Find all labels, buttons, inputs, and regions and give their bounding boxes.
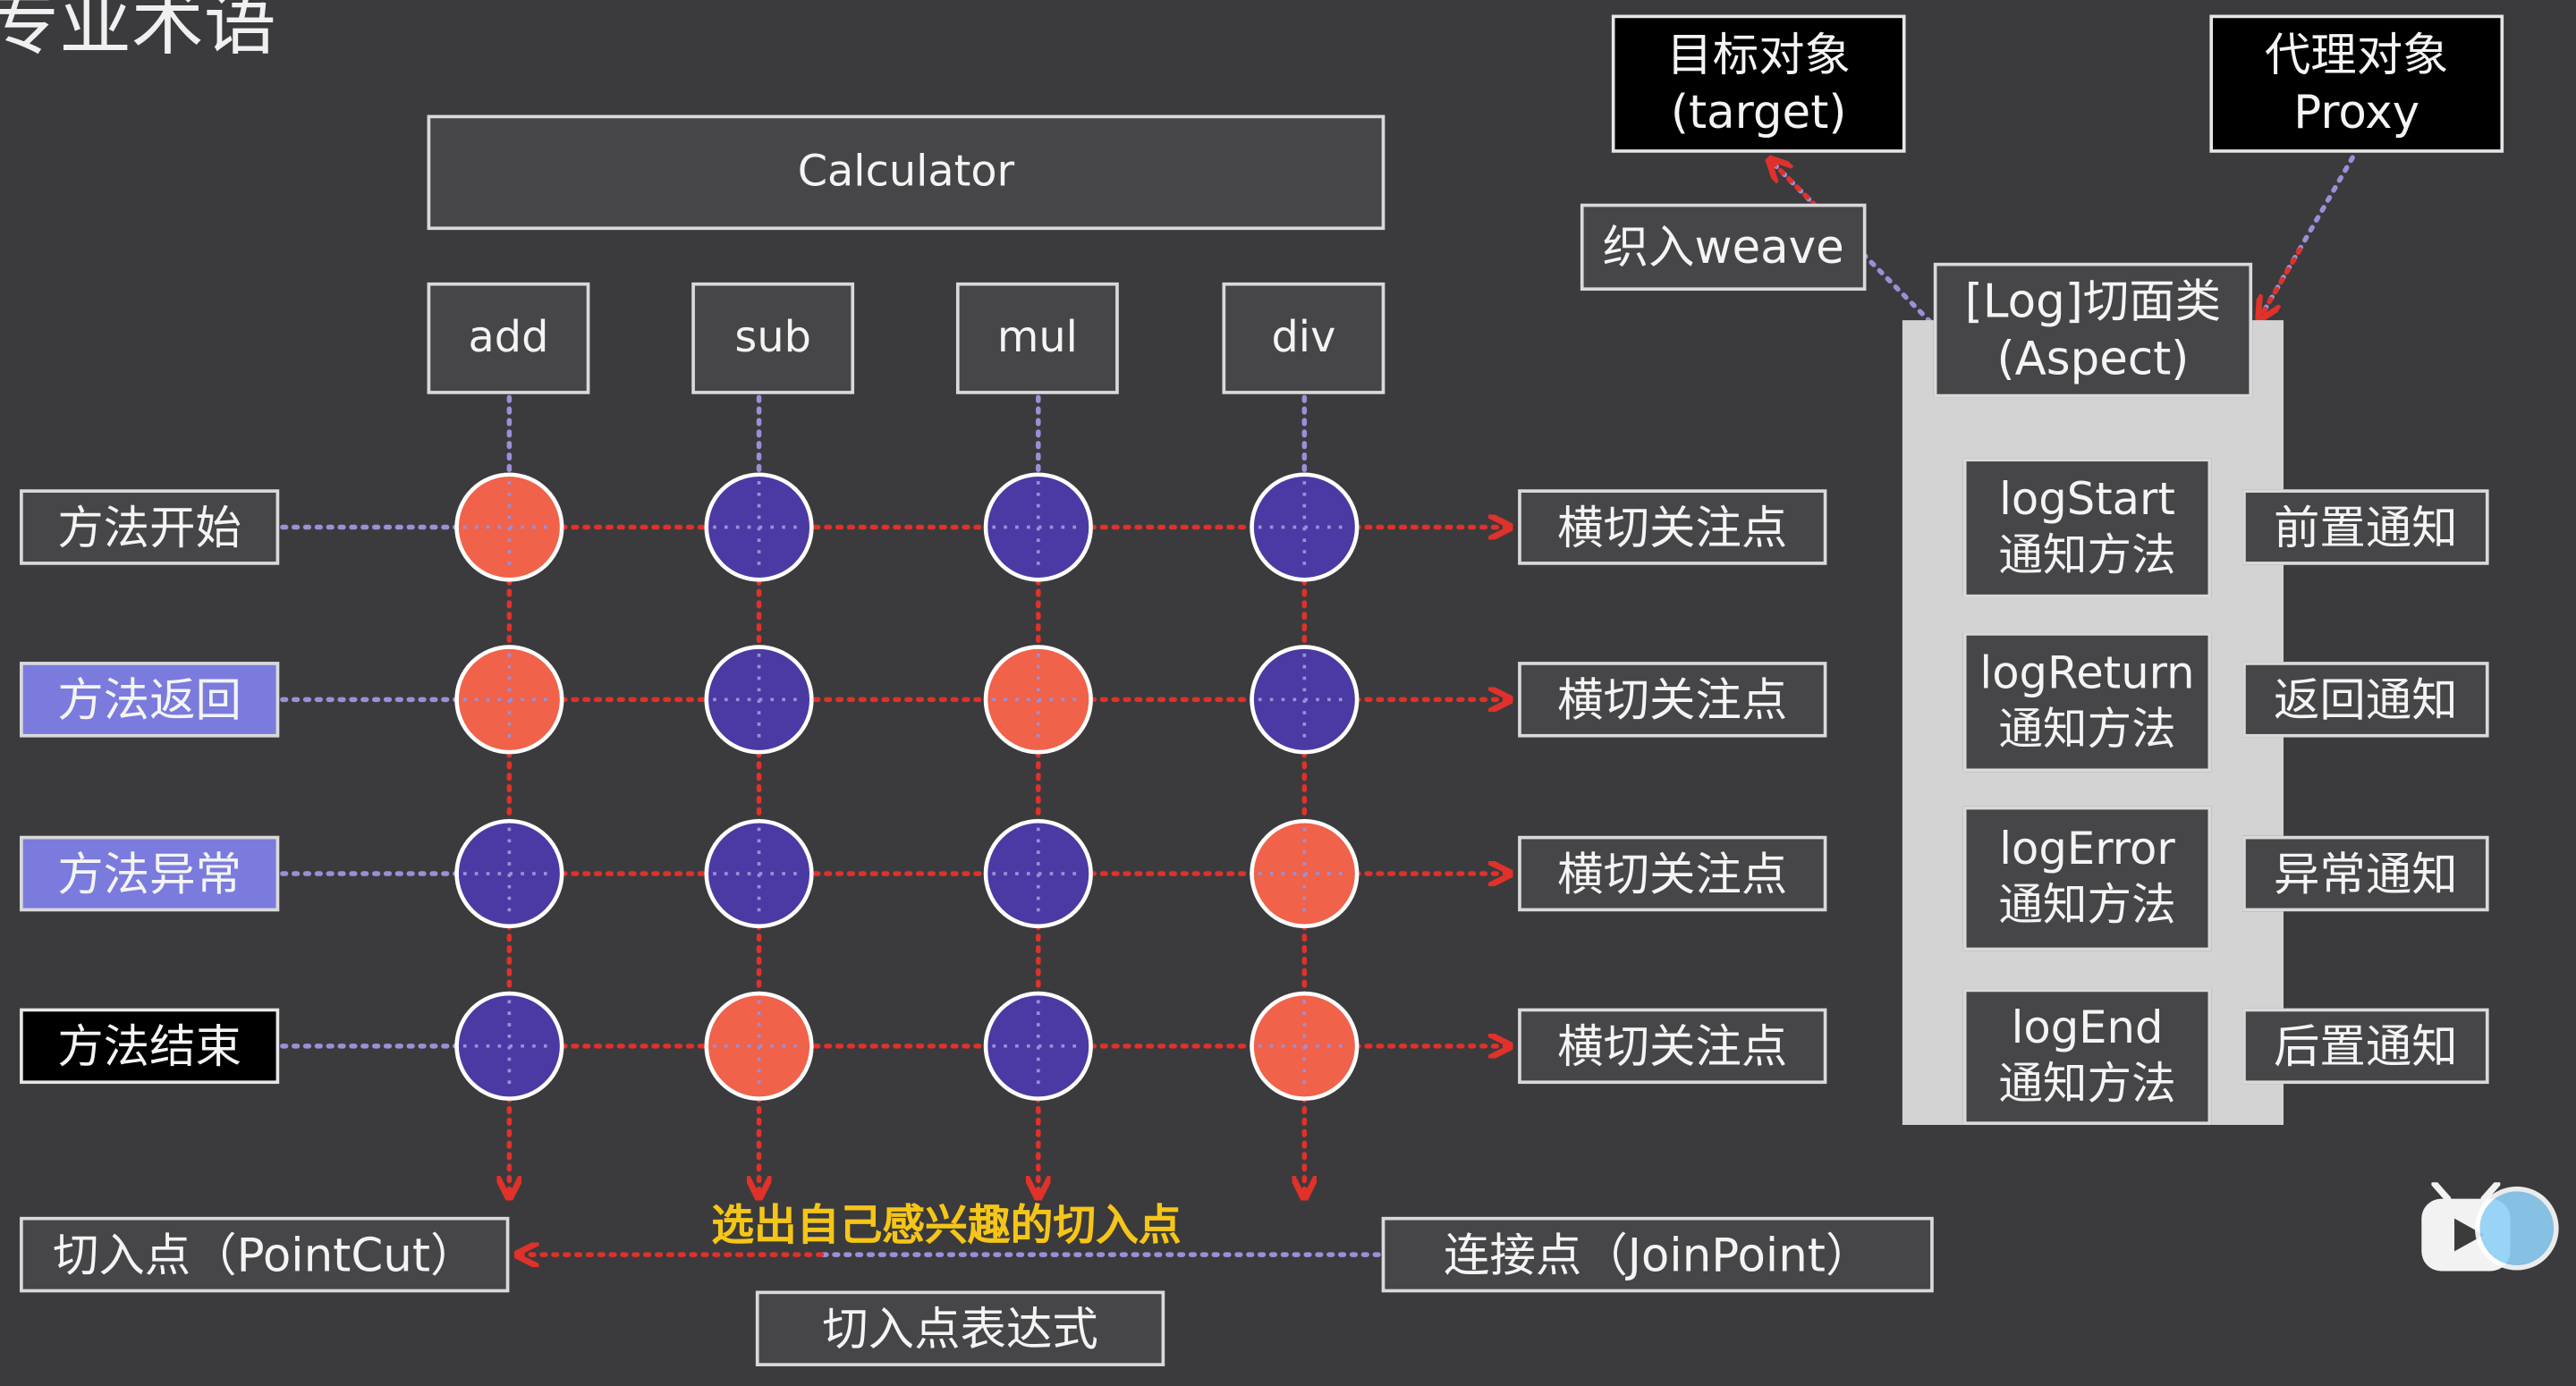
target-line1: 目标对象 bbox=[1666, 28, 1852, 82]
crosscut-label-1: 横切关注点 bbox=[1518, 489, 1827, 565]
method-mul: mul bbox=[955, 282, 1119, 394]
advice-method-return: logReturn 通知方法 bbox=[1962, 632, 2212, 773]
row-label-exception: 方法异常 bbox=[20, 835, 280, 912]
advice-method-return-name: logReturn bbox=[1979, 647, 2195, 699]
row-label-start: 方法开始 bbox=[20, 489, 280, 565]
advice-method-start-name: logStart bbox=[1999, 474, 2175, 526]
aspect-box: [Log]切面类 (Aspect) bbox=[1933, 262, 2253, 398]
advice-type-after-returning: 返回通知 bbox=[2242, 662, 2489, 738]
method-add: add bbox=[427, 282, 590, 394]
crosscut-label-4: 横切关注点 bbox=[1518, 1008, 1827, 1085]
method-sub: sub bbox=[691, 282, 855, 394]
advice-method-start: logStart 通知方法 bbox=[1962, 458, 2212, 598]
advice-method-error-desc: 通知方法 bbox=[1998, 880, 2176, 932]
bilibili-tv-icon bbox=[2419, 1182, 2560, 1274]
advice-type-before: 前置通知 bbox=[2242, 489, 2489, 565]
pointcut-expression-box: 切入点表达式 bbox=[755, 1290, 1165, 1366]
advice-method-start-desc: 通知方法 bbox=[1998, 529, 2176, 581]
advice-method-error: logError 通知方法 bbox=[1962, 806, 2212, 951]
advice-method-end-name: logEnd bbox=[2011, 1002, 2164, 1054]
method-div: div bbox=[1222, 282, 1385, 394]
weave-box: 织入weave bbox=[1580, 203, 1867, 292]
advice-type-after: 后置通知 bbox=[2242, 1008, 2489, 1085]
pointcut-box: 切入点（PointCut） bbox=[20, 1216, 510, 1293]
row-label-end: 方法结束 bbox=[20, 1008, 280, 1085]
advice-type-after-throwing: 异常通知 bbox=[2242, 835, 2489, 912]
page-title: 专业术语 bbox=[0, 0, 276, 66]
crosscut-label-2: 横切关注点 bbox=[1518, 662, 1827, 738]
calculator-box: Calculator bbox=[427, 114, 1385, 231]
aspect-line1: [Log]切面类 bbox=[1964, 274, 2222, 329]
advice-method-end: logEnd 通知方法 bbox=[1962, 988, 2212, 1126]
proxy-to-aspect-arrow bbox=[2260, 247, 2303, 317]
joinpoint-box: 连接点（JoinPoint） bbox=[1381, 1216, 1934, 1293]
advice-method-error-name: logError bbox=[1999, 824, 2175, 876]
proxy-line1: 代理对象 bbox=[2264, 28, 2449, 82]
proxy-line2: Proxy bbox=[2293, 85, 2420, 140]
select-pointcut-caption: 选出自己感兴趣的切入点 bbox=[711, 1202, 1182, 1252]
target-line2: (target) bbox=[1670, 85, 1847, 140]
crosscut-label-3: 横切关注点 bbox=[1518, 835, 1827, 912]
row-label-return: 方法返回 bbox=[20, 662, 280, 738]
advice-method-end-desc: 通知方法 bbox=[1998, 1058, 2176, 1110]
target-box: 目标对象 (target) bbox=[1611, 14, 1906, 153]
proxy-box: 代理对象 Proxy bbox=[2209, 14, 2504, 153]
aspect-line2: (Aspect) bbox=[1996, 331, 2190, 386]
advice-method-return-desc: 通知方法 bbox=[1998, 703, 2176, 755]
